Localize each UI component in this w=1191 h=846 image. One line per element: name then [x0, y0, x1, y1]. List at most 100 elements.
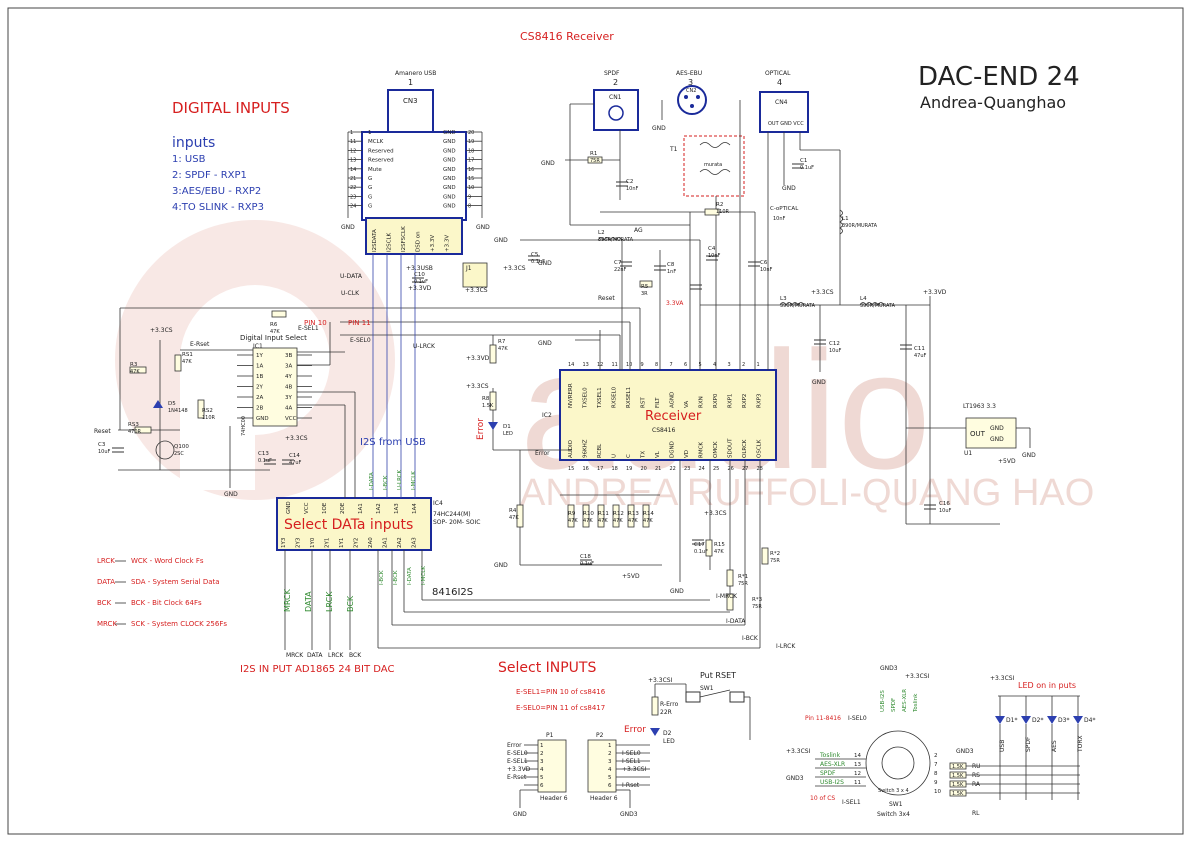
receiver-top-num: 7 [670, 362, 673, 368]
component-val: 0.1uF [580, 561, 594, 567]
component-ref: C13 [258, 451, 269, 457]
usb-pin-num-right: 9 [468, 194, 471, 200]
net-33va: 3.3VA [666, 300, 684, 307]
component-ref: R1 [590, 151, 597, 157]
reg-out: OUT [970, 430, 986, 438]
net-error-red: Error [476, 418, 486, 440]
component-val: 10uF [829, 348, 842, 354]
net-ag: AG [634, 227, 643, 234]
receiver-bottom-num: 19 [626, 466, 632, 472]
legend-tag: DATA [97, 578, 115, 586]
dis-pin-right: 4Y [285, 374, 292, 380]
receiver-label: Receiver [645, 409, 702, 424]
receiver-bottom-num: 25 [713, 466, 719, 472]
component-ref: R14 [643, 511, 654, 517]
p1-pin-num: 4 [540, 767, 544, 773]
wiring [112, 100, 1000, 736]
receiver-bottom-pin: RMCK [699, 442, 705, 458]
spdif-ref: CN1 [609, 94, 622, 101]
bus-8416i2s: 8416I2S [432, 587, 473, 598]
component-val: 47K [628, 518, 638, 524]
spdif-body [593, 89, 639, 131]
reg-gnd2: GND [990, 436, 1004, 443]
spdif-connector: SPDF 2 CN1 [569, 70, 639, 225]
dis-pin-right: 3Y [285, 395, 292, 401]
receiver-top-num: 13 [583, 362, 589, 368]
receiver-top-num: 2 [742, 362, 745, 368]
net-u-data: U-DATA [340, 273, 363, 280]
usb-pin-label-left: G [368, 176, 372, 182]
usb-pin-label-left: G [368, 194, 372, 200]
usb-pin-label-right: GND [443, 176, 456, 182]
component-val: 10nF [626, 186, 639, 192]
t1-ref: T1 [669, 146, 678, 153]
receiver-bottom-num: 16 [583, 466, 589, 472]
usb-pin-label-right: GND [443, 139, 456, 145]
receiver-bottom-pin: DGND [670, 441, 676, 458]
digital-input-select-ic: Digital Input Select IC1 74HC00 1Y1A1B2Y… [237, 334, 312, 436]
component-val: 75R [738, 581, 748, 587]
select-data-top-pin: 1OE [322, 502, 328, 514]
dis-pin-right: 4A [285, 406, 292, 412]
watermark-subtitle: ANDREA RUFFOLI-QUANG HAO [520, 472, 1094, 514]
header-gnd: GND [513, 811, 527, 818]
gnd-e: GND [494, 562, 508, 569]
component-ref: C11 [914, 346, 925, 352]
receiver-bottom-num: 17 [597, 466, 603, 472]
optical-ref: CN4 [775, 99, 788, 106]
component-ref: C2 [626, 179, 633, 185]
output-bus-label: LRCK [325, 591, 334, 612]
input-list-item: 2: SPDF - RXP1 [172, 170, 247, 181]
switch-row-num: 11 [854, 780, 861, 786]
net-reset: Reset [598, 295, 615, 302]
switch-ref: SW1 [889, 801, 903, 808]
receiver-bottom-num: 22 [670, 466, 676, 472]
component-val: 47K [270, 329, 280, 335]
switch-res-tag: RU [972, 763, 981, 770]
receiver-top-pins: NV/RERR14TXSEL013TXSEL112RXSEL011RXSEL11… [568, 362, 763, 409]
input-list-item: 1: USB [172, 154, 206, 165]
led-section: LED on in puts +3.3CSI D1*USBD2*SPDFD3*A… [990, 675, 1095, 800]
switch-res-val: 1.5K [952, 773, 964, 779]
receiver-top-num: 14 [568, 362, 574, 368]
r-error-val: 22R [660, 709, 672, 716]
component-val: 47K [182, 359, 192, 365]
dis-pin-left: 2B [256, 406, 263, 412]
receiver-bottom-pins: AUDIO1596KHZ16RCBL17U18C19TX20VL21DGND22… [568, 438, 763, 472]
select-data-bottom-pin: 2A3 [412, 537, 418, 548]
green-bus-label: I-DATA [369, 472, 375, 490]
spdif-title: SPDF [604, 70, 620, 77]
net-33vd-3: +3.3VD [466, 355, 490, 362]
switch-row-num: 14 [854, 753, 861, 759]
switch-res-tag: RA [972, 781, 981, 788]
p1-pin-num: 6 [540, 783, 544, 789]
receiver-top-num: 1 [757, 362, 760, 368]
component-ref: R11 [598, 511, 609, 517]
component-ref: R3 [130, 362, 138, 368]
input-list-item: 3:AES/EBU - RXP2 [172, 186, 261, 197]
component-val: 470R [128, 429, 142, 435]
component-val: 47K [568, 518, 578, 524]
usb-pin-label-left: Mute [368, 167, 382, 173]
component-val: 47K [130, 369, 140, 375]
net-33cs: +3.3CS [811, 289, 834, 296]
usb-pin-num-right: 10 [468, 185, 474, 191]
net-33usb: +3.3USB [406, 265, 433, 272]
ic4-output-label: I-DATA [407, 567, 413, 585]
component-ref: C16 [939, 501, 950, 507]
led-ref: D3* [1058, 717, 1069, 724]
component-ref: R2 [716, 202, 723, 208]
p2-pin-num: 4 [608, 767, 612, 773]
select-data-bottom-pin: 2Y1 [325, 538, 331, 548]
usb-pin-label-right: GND [443, 148, 456, 154]
p1-net: E-SEL1 [507, 758, 528, 765]
component-val: 47K [613, 518, 623, 524]
receiver-ref: IC2 [542, 412, 552, 419]
usb-pin-num-left: 13 [350, 158, 356, 164]
receiver-ic: Receiver CS8416 IC2 NV/RERR14TXSEL013TXS… [542, 362, 777, 472]
net-i-bck: I-BCK [742, 635, 759, 642]
component-ref: D5 [168, 401, 176, 407]
